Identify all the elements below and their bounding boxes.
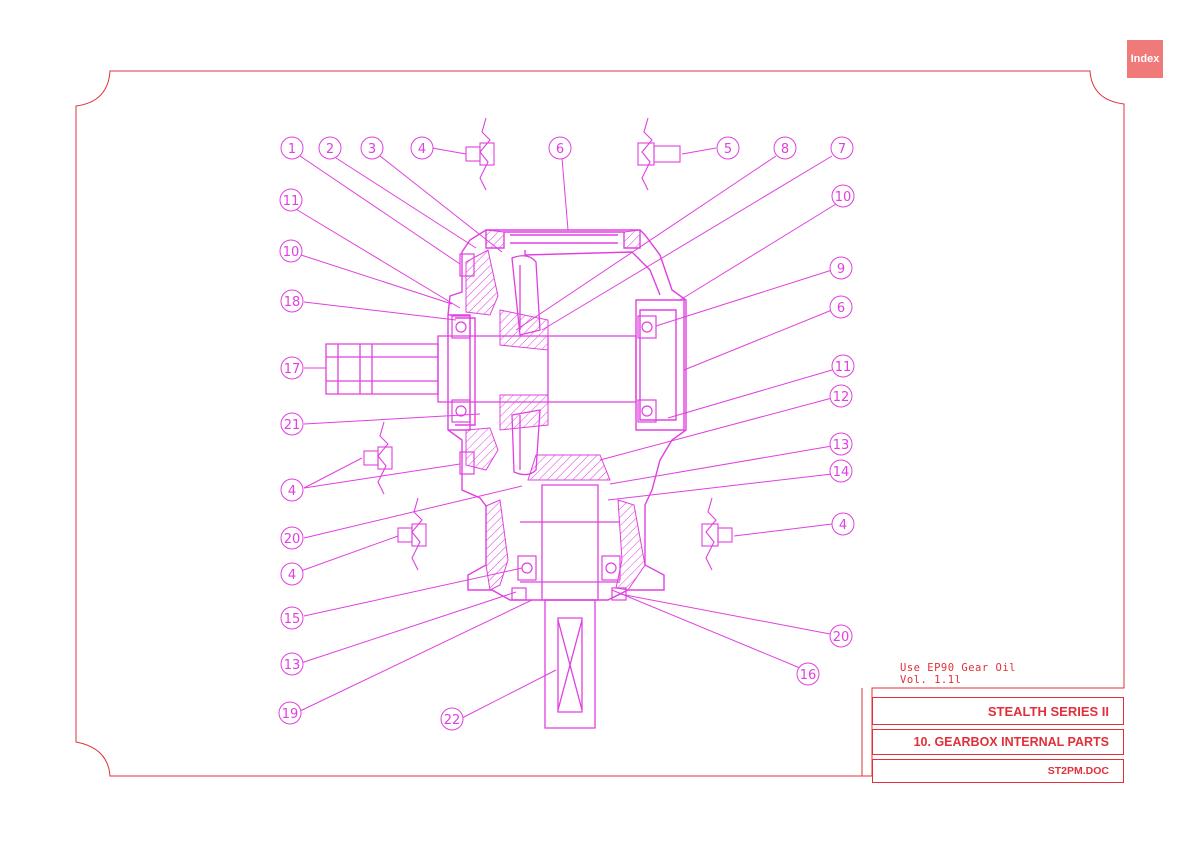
bolt-icon [459,253,475,475]
index-button[interactable]: Index [1127,40,1163,78]
callout-1: 1 [288,142,296,157]
bolt-details [363,117,733,571]
callout-6-right: 6 [837,301,845,316]
doc-id: ST2PM.DOC [872,759,1124,783]
callout-4-lower-left: 4 [288,568,296,583]
sheet-frame [75,70,1125,777]
callout-22: 22 [444,713,461,728]
callout-2: 2 [326,142,334,157]
callout-10-left: 10 [283,245,300,260]
hatched-sections [465,229,646,591]
callout-circles [278,136,855,731]
oil-note-line1: Use EP90 Gear Oil [900,662,1016,674]
callout-4-left: 4 [288,484,296,499]
callout-19: 19 [282,707,299,722]
callout-13-left: 13 [284,658,301,673]
callout-17: 17 [284,362,301,377]
callout-6-top: 6 [556,142,564,157]
callout-15: 15 [284,612,301,627]
callout-4-right: 4 [839,518,847,533]
callout-7: 7 [838,142,846,157]
callout-16: 16 [800,668,817,683]
title-block: STEALTH SERIES II 10. GEARBOX INTERNAL P… [872,697,1124,787]
input-shaft [325,335,637,403]
bearing-icon [451,315,657,601]
series-title: STEALTH SERIES II [872,697,1124,725]
callout-11-left: 11 [283,194,300,209]
callout-18: 18 [284,295,301,310]
callout-labels: 1 2 3 4 6 5 8 7 10 11 9 10 6 18 17 11 21… [282,142,852,728]
callout-14: 14 [833,465,850,480]
callout-20-right: 20 [833,630,850,645]
bevel-gear [511,255,541,476]
callout-4-top: 4 [418,142,426,157]
callout-8: 8 [781,142,789,157]
leader-lines [293,147,837,719]
callout-13-right: 13 [833,438,850,453]
output-shaft [520,484,620,729]
callout-20-left: 20 [284,532,301,547]
section-title: 10. GEARBOX INTERNAL PARTS [872,729,1124,755]
callout-12: 12 [833,390,850,405]
callout-11-right: 11 [835,360,852,375]
callout-5: 5 [724,142,732,157]
oil-note-line2: Vol. 1.1l [900,674,962,686]
oil-note: Use EP90 Gear Oil Vol. 1.1l [900,662,1016,686]
callout-9: 9 [837,262,845,277]
callout-21: 21 [284,418,301,433]
callout-3: 3 [368,142,376,157]
callout-10-right: 10 [835,190,852,205]
